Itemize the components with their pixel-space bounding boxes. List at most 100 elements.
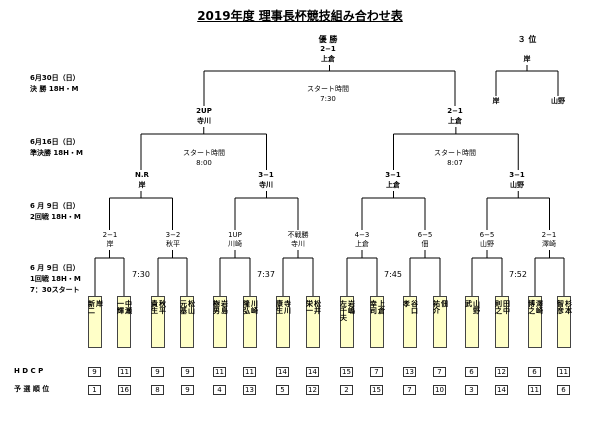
round2-name: 岸 [106,240,114,248]
quarter-score: 3−1 [258,171,274,179]
rank-cell: 16 [118,385,131,395]
player-box: 上倉幸司 [370,296,386,348]
final-date: 6月30日（日） [30,74,80,82]
player-given-name: 栄一 [305,300,314,314]
hdcp-cell: 9 [151,367,164,377]
rank-cell: 11 [528,385,541,395]
player-given-name: 康生 [275,300,284,314]
hdcp-cell: 7 [433,367,446,377]
player-box: 岩島樹男 [212,296,229,348]
round2-score: 6−5 [479,231,495,239]
rank-cell: 4 [213,385,226,395]
round1-time: 7:52 [509,270,527,279]
round2-name: 澤崎 [542,240,556,248]
player-box: 田中則之 [494,296,511,348]
semi-left-score: 2UP [196,107,212,115]
player-box: 松井栄一 [305,296,322,348]
semi-left-start-time: 8:00 [196,159,212,167]
player-family-name: 田中 [502,300,511,314]
hdcp-cell: 13 [403,367,416,377]
round2-name: 山野 [480,240,494,248]
player-family-name: 岸 [95,300,104,307]
round2-score: 不戦勝 [287,231,309,239]
semi-right-name: 上倉 [448,117,462,125]
player-box: 佃祐介 [433,296,449,348]
page-title: 2019年度 理事長杯競技組み合わせ表 [197,9,403,23]
hdcp-cell: 7 [370,367,383,377]
semi-right-start-time: 8:07 [447,159,463,167]
quarter-score: 3−1 [385,171,401,179]
player-box: 川崎隆弘 [242,296,259,348]
quarter-name: 山野 [510,181,524,189]
hdcp-cell: 6 [465,367,478,377]
champion-header: 優 勝 [318,35,338,44]
player-box: 杉本智彦 [556,296,573,348]
rank-cell: 15 [370,385,383,395]
round2-name: 上倉 [355,240,369,248]
round2-score: 4−3 [354,231,370,239]
round1-time: 7:45 [384,270,402,279]
player-given-name: 智彦 [556,300,565,314]
player-given-name: 武 [464,300,473,307]
player-family-name: 川崎 [250,300,259,314]
player-family-name: 山野 [472,300,481,314]
player-box: 岸新二 [87,296,104,348]
player-box: 松山元基 [179,296,196,348]
rank-cell: 14 [495,385,508,395]
round2-name: 秋平 [166,240,180,248]
player-family-name: 佃 [440,300,449,307]
player-given-name: 一輝 [116,300,125,314]
rank-cell: 13 [243,385,256,395]
rank-cell: 1 [88,385,101,395]
player-family-name: 岩嶋 [347,300,356,314]
rank-cell: 9 [181,385,194,395]
rank-cell: 2 [340,385,353,395]
hdcp-cell: 11 [557,367,570,377]
round2-score: 1UP [228,231,242,239]
rank-cell: 10 [433,385,446,395]
player-box: 中瀬一輝 [116,296,133,348]
player-family-name: 杉本 [564,300,573,314]
round2-score: 2−1 [541,231,557,239]
round2-score: 6−5 [417,231,433,239]
round2-score: 3−2 [165,231,181,239]
rank-cell: 8 [151,385,164,395]
final-start-time: 7:30 [320,95,336,103]
rank-cell: 7 [403,385,416,395]
player-box: 澤崎博之 [527,296,544,348]
hdcp-cell: 11 [243,367,256,377]
hdcp-cell: 9 [88,367,101,377]
player-given-name: 新二 [87,300,96,314]
player-box: 谷口孝 [402,296,419,348]
quarter-name: 上倉 [386,181,400,189]
player-given-name: 博之 [527,300,536,314]
player-given-name: 隆弘 [242,300,251,314]
player-family-name: 上倉 [377,300,386,314]
quarter-name: 岸 [138,181,146,189]
hdcp-cell: 14 [276,367,289,377]
champion-name: 上倉 [321,55,335,63]
player-given-name: 元基 [179,300,188,314]
semi-round-label: 準決勝 18H・M [30,149,84,157]
quarter-date: 6 月 9日（日） [30,202,80,210]
hdcp-cell: 15 [340,367,353,377]
round1-time: 7:30 [132,270,150,279]
player-box: 山野武 [464,296,481,348]
player-given-name: 則之 [494,300,503,314]
semi-left-start-label: スタート時間 [183,149,225,157]
hdcp-cell: 12 [495,367,508,377]
round1-time: 7:37 [257,270,275,279]
hdcp-cell: 9 [181,367,194,377]
semi-right-start-label: スタート時間 [434,149,476,157]
rank-cell: 5 [276,385,289,395]
player-family-name: 松山 [187,300,196,314]
player-given-name: 孝 [402,300,411,307]
player-box: 岩嶋左千夫 [340,296,356,348]
third-place-winner: 岸 [523,55,531,63]
semi-left-name: 寺川 [197,117,211,125]
hdcp-cell: 6 [528,367,541,377]
third-place-header: ３ 位 [517,35,537,44]
player-given-name: 樹男 [212,300,221,314]
rank-row-label: 予 選 順 位 [14,385,50,393]
